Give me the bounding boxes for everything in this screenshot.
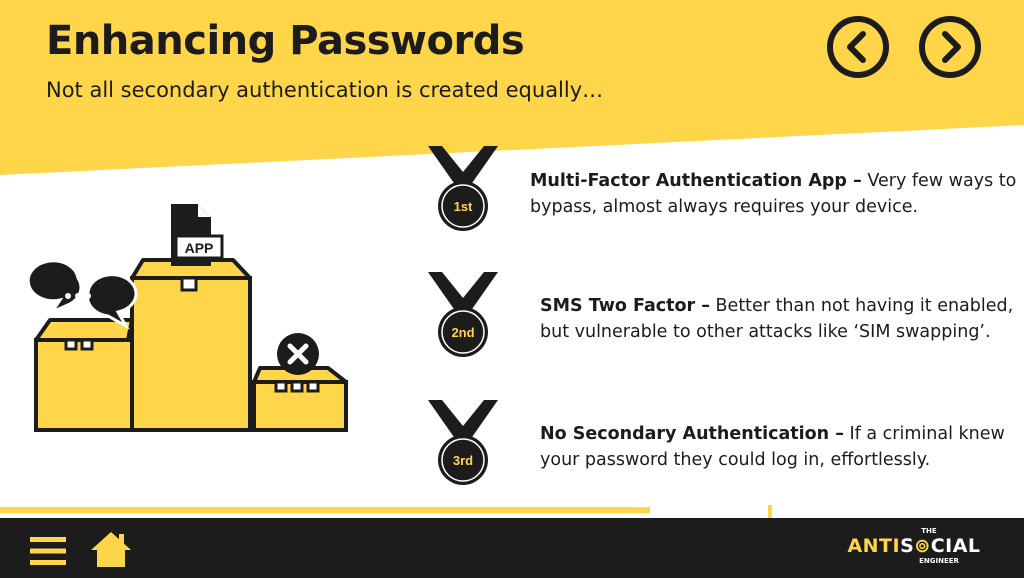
chat-bubbles-icon — [28, 259, 138, 330]
medal-second-icon: 2nd — [428, 272, 498, 357]
accent-tick — [768, 505, 772, 518]
accent-strip — [0, 507, 650, 513]
next-button[interactable] — [917, 14, 983, 80]
ranking-heading: SMS Two Factor – — [540, 296, 710, 316]
footer-bar — [0, 518, 1024, 578]
ranking-heading: No Secondary Authentication – — [540, 424, 844, 444]
ranking-text-line2: your password they could log in, effortl… — [540, 450, 931, 470]
app-label: APP — [185, 240, 214, 256]
ranking-text-line2: bypass, almost always requires your devi… — [530, 197, 919, 217]
close-circle-icon — [277, 333, 319, 375]
brand-wordmark: ANTIS⊚CIAL — [847, 535, 981, 557]
ranking-text: Very few ways to — [861, 171, 1017, 191]
chevron-left-circle-icon — [827, 16, 889, 78]
brand-the: THE — [921, 527, 937, 535]
ranking-text-line2: but vulnerable to other attacks like ‘SI… — [540, 322, 991, 342]
chevron-right-circle-icon — [919, 16, 981, 78]
ranking-text: Better than not having it enabled, — [709, 296, 1014, 316]
header-banner — [0, 0, 1024, 175]
podium-box-second — [34, 318, 134, 432]
medal-third-label: 3rd — [453, 453, 473, 468]
menu-button[interactable] — [30, 536, 66, 566]
app-file-icon: APP — [171, 204, 224, 266]
home-button[interactable] — [90, 530, 132, 568]
ranking-item-second: SMS Two Factor – Better than not having … — [540, 293, 1013, 345]
ranking-item-third: No Secondary Authentication – If a crimi… — [540, 421, 1005, 473]
medal-first-icon: 1st — [428, 146, 498, 231]
ranking-heading: Multi-Factor Authentication App – — [530, 171, 862, 191]
ranking-text: If a criminal knew — [843, 424, 1005, 444]
podium-box-third — [252, 366, 348, 432]
medal-first-label: 1st — [454, 199, 473, 214]
medal-third-icon: 3rd — [428, 400, 498, 485]
previous-button[interactable] — [825, 14, 891, 80]
brand-engineer: ENGINEER — [919, 557, 959, 565]
page-title: Enhancing Passwords — [46, 18, 525, 64]
ranking-item-first: Multi-Factor Authentication App – Very f… — [530, 168, 1016, 220]
podium-illustration: APP — [28, 204, 348, 432]
hamburger-menu-icon — [30, 537, 66, 565]
brand-logo: THE ANTIS⊚CIAL ENGINEER — [844, 527, 984, 571]
home-icon — [91, 532, 131, 567]
podium-box-first — [130, 258, 252, 432]
page-subtitle: Not all secondary authentication is crea… — [46, 78, 604, 102]
medal-second-label: 2nd — [451, 325, 474, 340]
